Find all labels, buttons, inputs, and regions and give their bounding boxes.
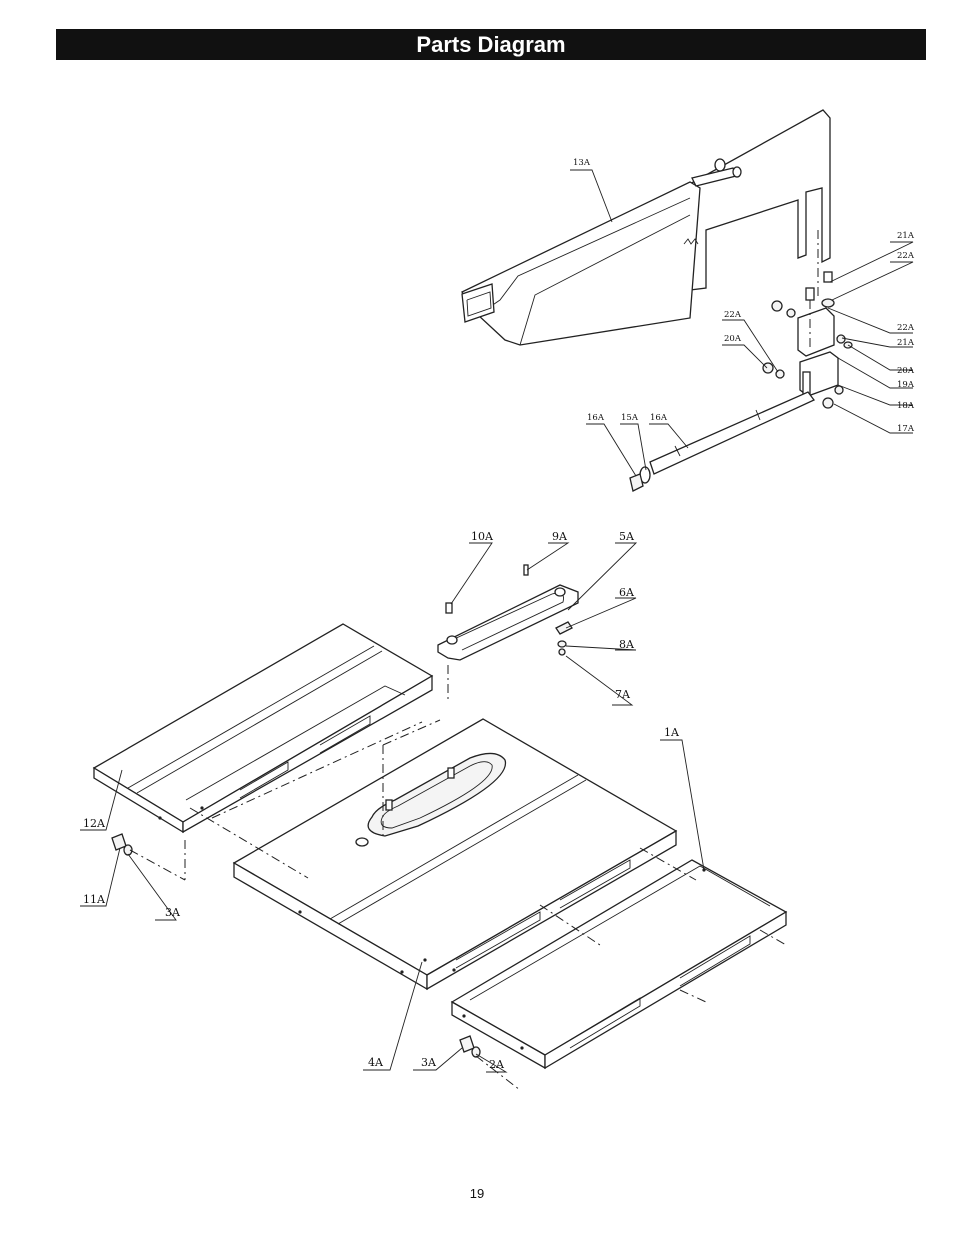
callout-7a: 7A bbox=[615, 688, 631, 701]
left-extension-side bbox=[182, 674, 433, 834]
callout-16a: 16A bbox=[650, 413, 668, 423]
callout-16a-nut: 16A bbox=[587, 413, 605, 423]
rod-nut bbox=[629, 473, 644, 492]
mounting-bracket-upper bbox=[797, 307, 835, 357]
table-hole bbox=[355, 837, 369, 847]
callout-13a: 13A bbox=[573, 158, 591, 168]
callout-22a: 22A bbox=[897, 251, 915, 261]
leveling-screw bbox=[555, 621, 573, 635]
callout-21a: 21A bbox=[897, 231, 915, 241]
page-title: Parts Diagram bbox=[56, 29, 926, 60]
blade-guard-housing bbox=[461, 181, 701, 346]
callout-8a: 8A bbox=[619, 638, 635, 651]
callout-6a: 6A bbox=[619, 586, 635, 599]
callout-20a: 20A bbox=[897, 366, 915, 376]
table-hardware bbox=[111, 833, 481, 1058]
callout-9a: 9A bbox=[552, 530, 568, 543]
callout-2a: 2A bbox=[489, 1058, 505, 1071]
callout-5a: 5A bbox=[619, 530, 635, 543]
callout-18a: 18A bbox=[897, 401, 915, 411]
insert-screw bbox=[445, 602, 453, 614]
callout-15a: 15A bbox=[621, 413, 639, 423]
callout-20a-2: 20A bbox=[724, 334, 742, 344]
callout-3a: 3A bbox=[165, 906, 181, 919]
callout-12a: 12A bbox=[83, 817, 106, 830]
callout-17a: 17A bbox=[897, 424, 915, 434]
callout-11a: 11A bbox=[83, 893, 106, 906]
callout-22a-3: 22A bbox=[724, 310, 742, 320]
blade-guard-assembly bbox=[461, 109, 853, 492]
callout-19a: 19A bbox=[897, 380, 915, 390]
table-insert bbox=[437, 584, 579, 661]
callout-labels: 13A 21A 22A 22A 21A 20A 19A 18A 17A 22A … bbox=[83, 158, 915, 1071]
callout-21a-2: 21A bbox=[897, 338, 915, 348]
upper-leaders bbox=[570, 169, 914, 477]
lower-leaders bbox=[80, 542, 705, 1073]
callout-1a: 1A bbox=[664, 726, 680, 739]
table-assembly bbox=[92, 564, 788, 1091]
callout-4a: 4A bbox=[368, 1056, 384, 1069]
callout-3a-2: 3A bbox=[421, 1056, 437, 1069]
page-number: 19 bbox=[469, 1186, 485, 1201]
support-rod bbox=[649, 391, 816, 475]
callout-22a-2: 22A bbox=[897, 323, 915, 333]
callout-10a: 10A bbox=[471, 530, 494, 543]
splitter-plate bbox=[679, 109, 831, 291]
insert-screw-2 bbox=[523, 564, 529, 576]
